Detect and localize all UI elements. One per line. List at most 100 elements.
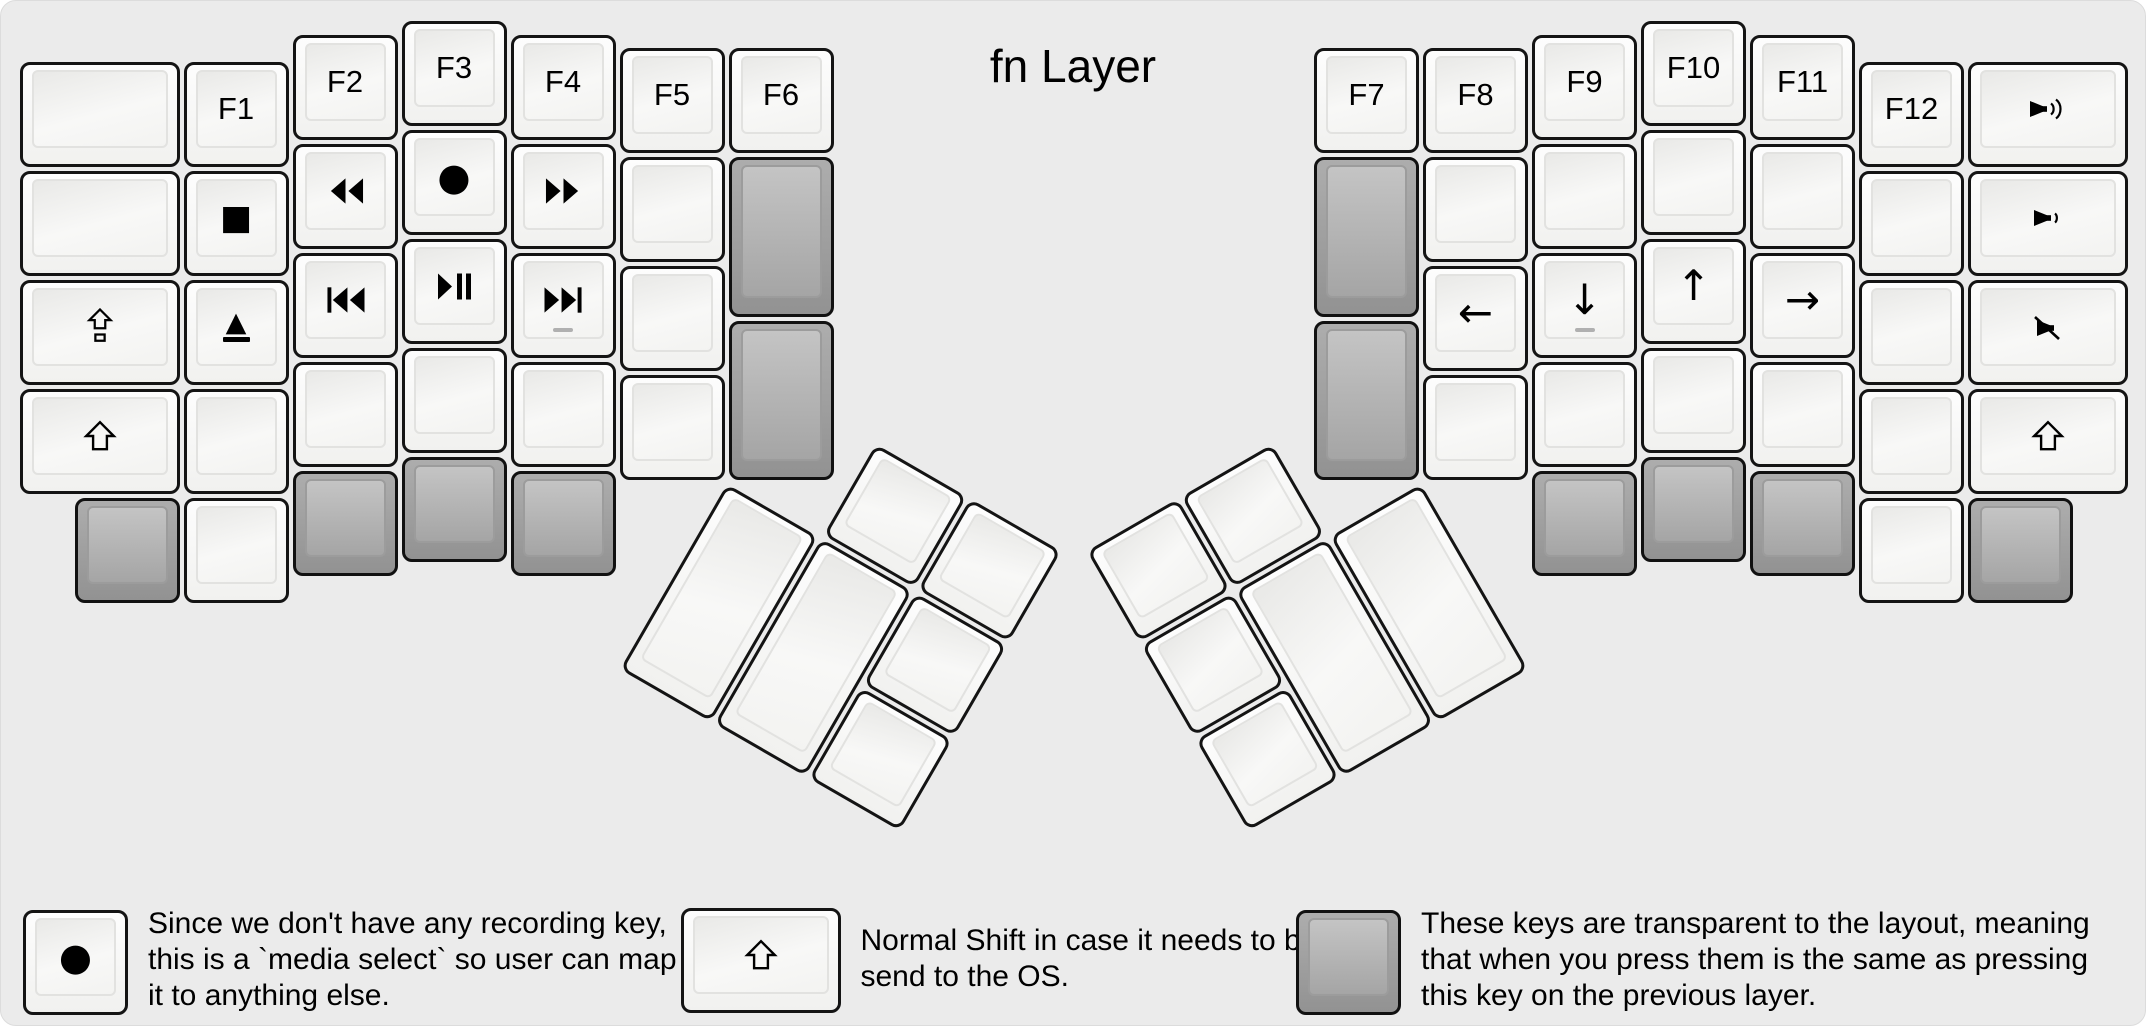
keytop: F1 [195, 69, 277, 148]
keytop [1980, 396, 2116, 475]
eject-icon: ▲ [222, 309, 250, 342]
volume-down-icon [2026, 203, 2070, 233]
key-f3: F3 [401, 21, 507, 126]
key-next-track [510, 252, 616, 358]
keytop: F8 [1435, 56, 1516, 135]
keytop [1326, 328, 1407, 462]
key-fast-forward [510, 143, 616, 249]
key-transparent [401, 457, 507, 562]
key-blank [20, 61, 180, 167]
key-label: F1 [217, 90, 255, 126]
key-label: F8 [1457, 77, 1494, 113]
keytop [195, 396, 277, 475]
keytop: ▲ [195, 287, 277, 366]
key-label: F9 [1566, 63, 1603, 99]
keytop [1326, 165, 1407, 298]
keytop [1544, 151, 1625, 230]
volume-up-icon [2026, 94, 2070, 124]
key-transparent [728, 320, 834, 481]
note-media-select: ● Since we don't have any recording key,… [21, 906, 683, 1015]
mute-icon [2029, 311, 2067, 343]
key-arrow-down: ↓ [1532, 252, 1637, 358]
keytop [1435, 383, 1516, 462]
key-label: F12 [1884, 90, 1939, 126]
shift-icon [2030, 418, 2066, 454]
note-normal-shift-key [679, 906, 841, 1013]
keytop [1871, 396, 1952, 475]
keytop [1101, 511, 1211, 620]
key-shift-right [1968, 388, 2128, 494]
keytop [522, 478, 604, 557]
key-blank [1859, 497, 1964, 603]
keytop [1762, 478, 1843, 557]
key-blank [619, 266, 725, 372]
keytop: ↑ [1653, 247, 1734, 325]
key-transparent [292, 470, 398, 576]
arrow-right-icon: → [1784, 274, 1821, 324]
keytop [631, 165, 713, 244]
keytop [195, 505, 277, 584]
keytop: F9 [1544, 42, 1625, 121]
keytop: ● [35, 917, 116, 996]
keytop: F5 [631, 56, 713, 135]
keytop [1980, 505, 2061, 584]
key-f10: F10 [1641, 21, 1746, 126]
keytop [1544, 369, 1625, 448]
key-volume-up [1968, 61, 2128, 167]
key-f6: F6 [728, 48, 834, 154]
key-blank [1859, 279, 1964, 385]
key-label: F3 [435, 50, 473, 85]
key-f4: F4 [510, 34, 616, 140]
next-track-icon [543, 286, 583, 313]
record-icon: ● [437, 155, 471, 199]
layer-title: fn Layer [989, 40, 1157, 92]
key-label: F10 [1666, 50, 1721, 85]
key-label: F4 [544, 63, 582, 99]
fast-forward-icon [545, 177, 582, 204]
key-rewind [292, 143, 398, 249]
key-blank [1423, 375, 1528, 481]
key-transparent [1641, 457, 1746, 562]
homing-bar [1574, 327, 1595, 332]
keytop [631, 274, 713, 353]
shift-icon [743, 937, 779, 973]
key-blank [183, 497, 289, 603]
keytop [1653, 138, 1734, 216]
key-blank [1532, 361, 1637, 467]
arrow-up-icon: ↑ [1675, 261, 1712, 310]
play-pause-icon [437, 273, 472, 300]
record-icon: ● [58, 934, 93, 979]
key-label: F7 [1348, 77, 1385, 113]
key-transparent [728, 157, 834, 317]
key-blank [183, 388, 289, 494]
shift-icon [82, 418, 118, 454]
key-caps-lock [20, 279, 180, 385]
keytop: ● [413, 138, 495, 216]
note-media-select-key: ● [21, 908, 128, 1015]
keytop [32, 396, 168, 475]
key-mute [1968, 279, 2128, 385]
keytop [413, 465, 495, 543]
keytop [304, 260, 386, 339]
keytop: F11 [1762, 42, 1843, 121]
key-transparent-example [1296, 909, 1401, 1015]
key-blank [1423, 157, 1528, 263]
key-f9: F9 [1532, 34, 1637, 140]
key-f11: F11 [1750, 34, 1855, 140]
keytop: F12 [1871, 69, 1952, 148]
key-volume-down [1968, 170, 2128, 276]
keytop [1871, 178, 1952, 257]
key-blank [1750, 143, 1855, 249]
keytop [1762, 369, 1843, 448]
keytop [522, 260, 604, 339]
key-f12: F12 [1859, 61, 1964, 167]
keytop [413, 247, 495, 325]
key-media-select-example: ● [23, 909, 128, 1015]
keytop [304, 151, 386, 230]
rewind-icon [327, 177, 364, 204]
key-label: F6 [762, 77, 800, 113]
keytop: F6 [740, 56, 822, 135]
key-transparent [1314, 157, 1419, 317]
note-transparent-keys-text: These keys are transparent to the layout… [1421, 907, 2090, 1012]
key-label: F5 [653, 77, 691, 113]
